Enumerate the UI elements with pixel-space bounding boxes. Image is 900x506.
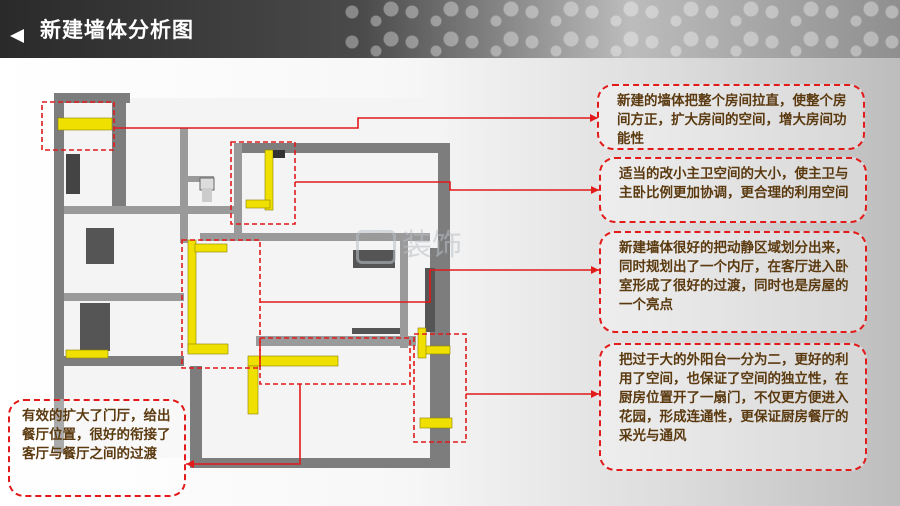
decorative-pattern	[340, 0, 900, 58]
annotation-note: 适当的改小主卫空间的大小，使主卫与主卧比例更加协调，更合理的利用空间	[599, 157, 867, 223]
annotation-note: 把过于大的外阳台一分为二，更好的利用了空间，也保证了空间的独立性，在厨房位置开了…	[599, 343, 867, 471]
annotation-note: 新建的墙体把整个房间拉直，使整个房间方正，扩大房间的空间，增大房间功能性	[597, 84, 865, 150]
annotation-note: 有效的扩大了门厅，给出餐厅位置，很好的衔接了客厅与餐厅之间的过渡	[8, 399, 186, 497]
page-title: 新建墙体分析图	[40, 18, 194, 42]
watermark: 装饰	[356, 220, 462, 264]
floor-plan	[54, 93, 453, 468]
triangle-icon	[10, 29, 24, 43]
logo-icon	[356, 229, 396, 264]
annotation-note: 新建墙体很好的把动静区域划分出来，同时规划出了一个内厅，在客厅进入卧室形成了很好…	[599, 231, 867, 333]
title-bar: 新建墙体分析图	[0, 0, 900, 58]
